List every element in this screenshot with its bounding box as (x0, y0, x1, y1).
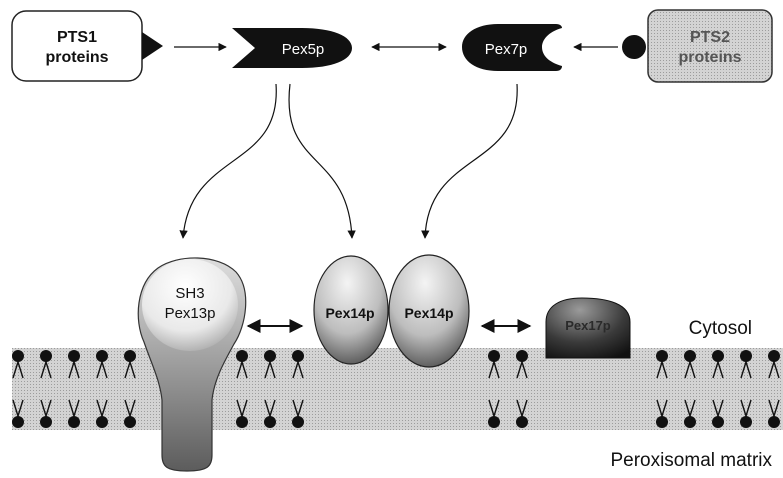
pex17p-label: Pex17p (565, 318, 611, 333)
pts2-label-line1: PTS2 (690, 29, 730, 46)
pex14p-right-label: Pex14p (404, 305, 453, 321)
pex14p-left-label: Pex14p (325, 305, 374, 321)
pts2-label-line2: proteins (678, 49, 741, 66)
pts1-label-line1: PTS1 (57, 29, 97, 46)
membrane (12, 348, 783, 430)
pex5p-label: Pex5p (282, 41, 325, 58)
pts1-label-line2: proteins (45, 49, 108, 66)
pts2-signal-ball (622, 35, 646, 59)
cytosol-label: Cytosol (689, 318, 752, 339)
pts1-signal-triangle (142, 32, 163, 60)
pex7p-label: Pex7p (485, 41, 528, 58)
arrow-pex5p-to-pex14p (289, 84, 352, 238)
pex13p-domain-label: SH3 (175, 285, 204, 302)
pts1-box (12, 11, 142, 81)
arrow-pex7p-to-pex14p (425, 84, 517, 238)
matrix-label: Peroxisomal matrix (610, 450, 772, 471)
pts2-box (648, 10, 772, 82)
pex13p-label: Pex13p (165, 305, 216, 322)
arrow-pex5p-to-pex13p (183, 84, 276, 238)
